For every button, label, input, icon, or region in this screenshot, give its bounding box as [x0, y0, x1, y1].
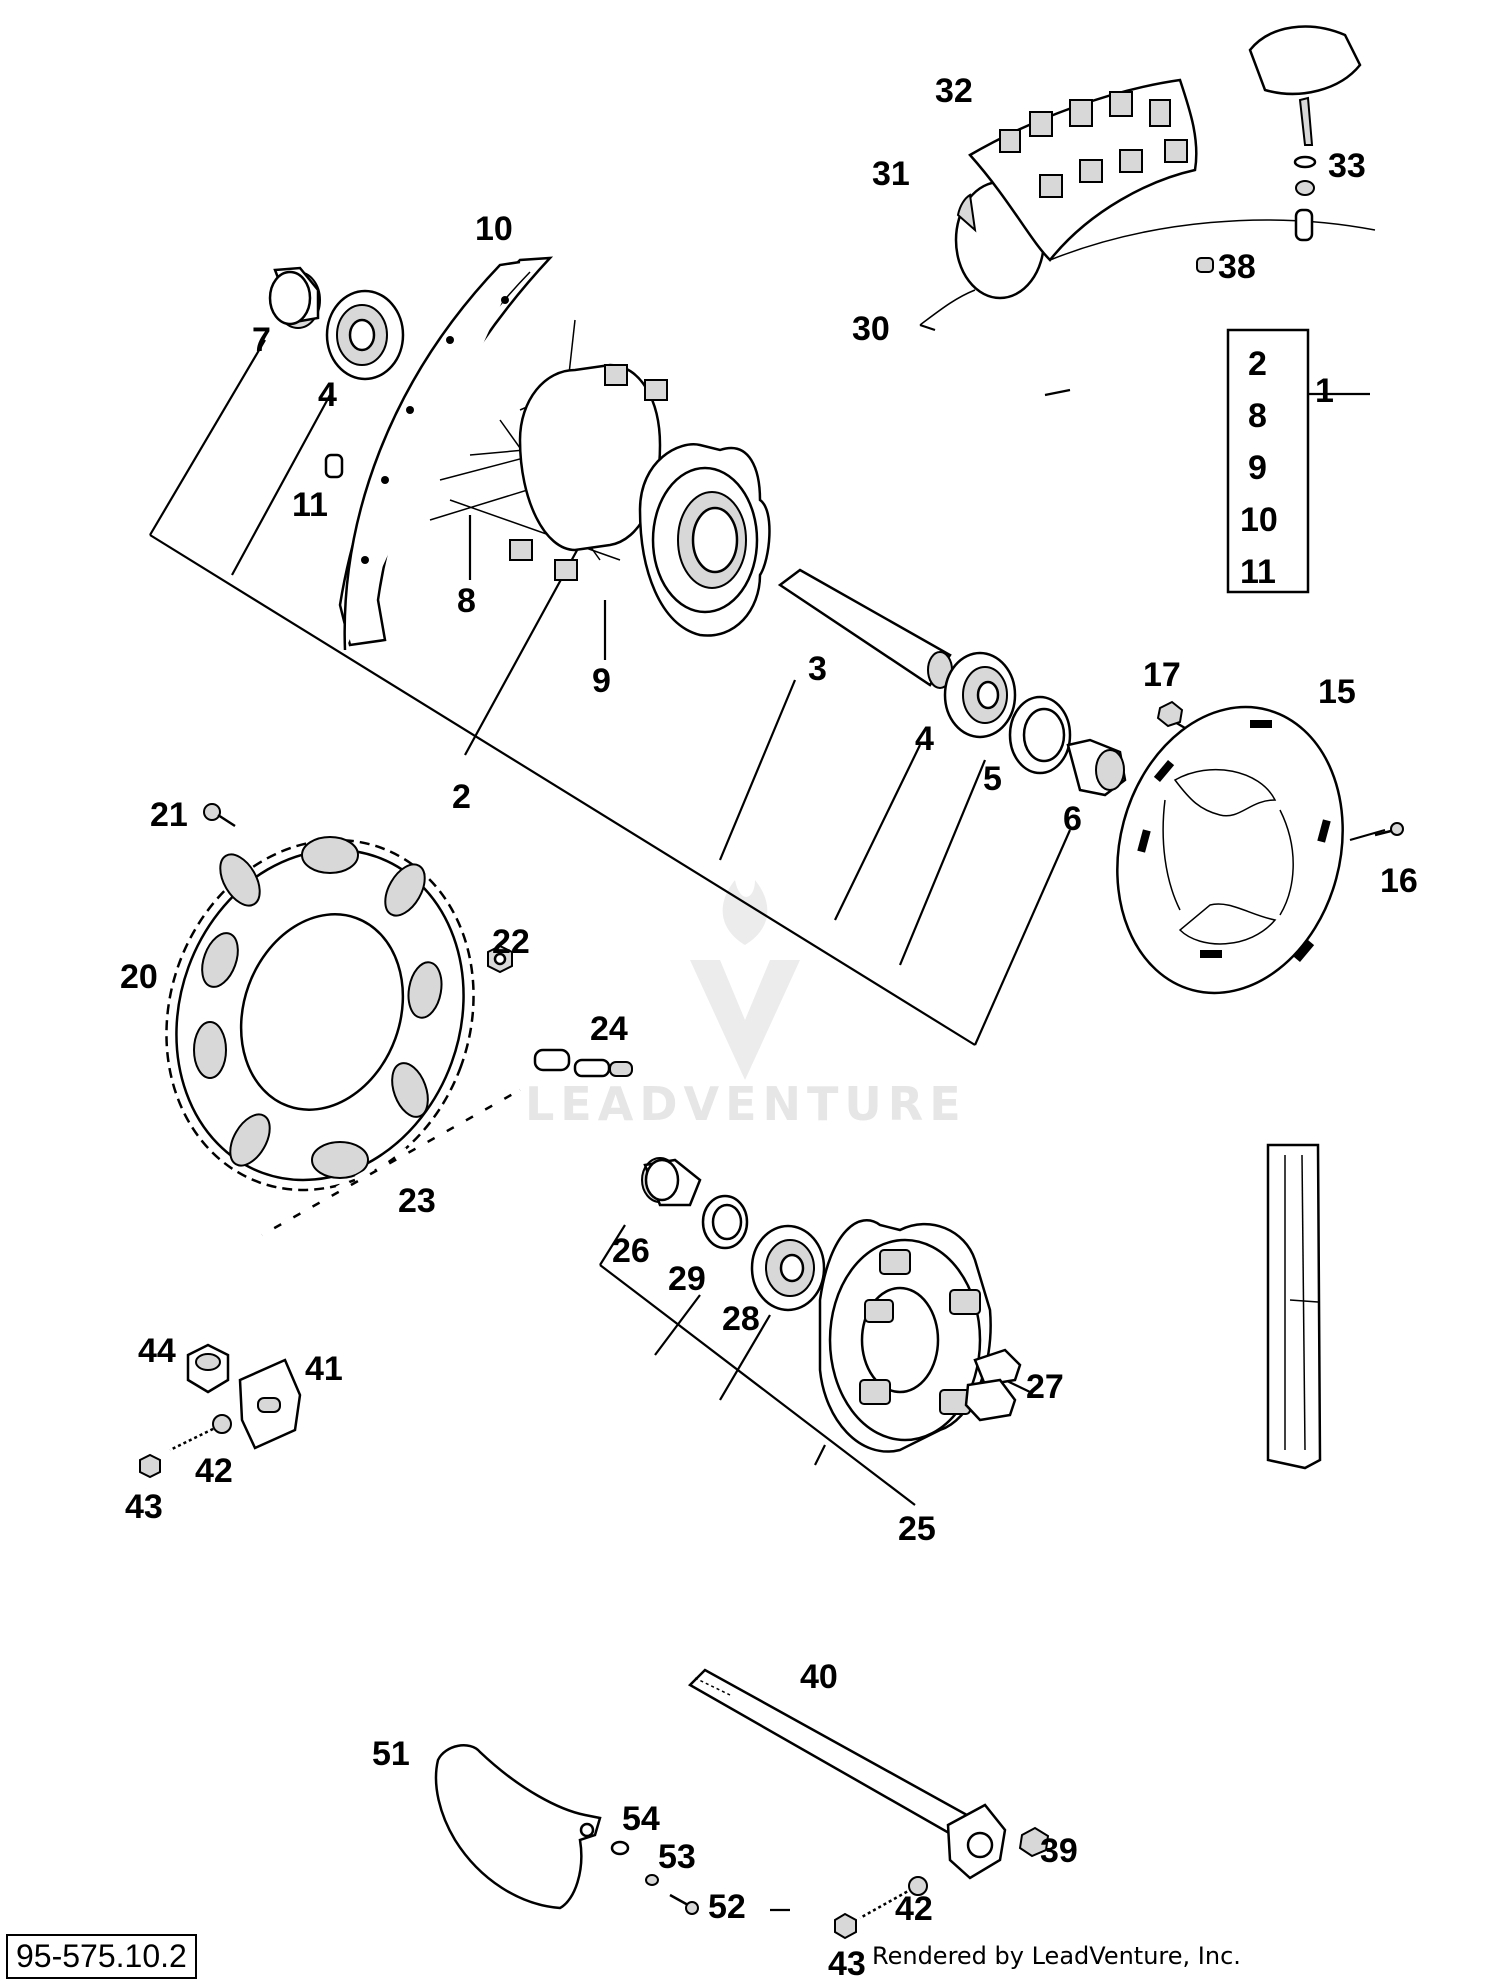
- tube-part-30[interactable]: [919, 289, 976, 326]
- callout-41: 41: [305, 1350, 343, 1388]
- callout-40: 40: [800, 1658, 838, 1696]
- callout-26: 26: [612, 1232, 650, 1270]
- callout-15: 15: [1318, 673, 1356, 711]
- valve-cap-part-38[interactable]: [1196, 257, 1214, 273]
- bolt-part-52[interactable]: [669, 1893, 699, 1915]
- master-link-part-24[interactable]: [533, 1048, 633, 1078]
- callout-4-right: 4: [915, 720, 934, 758]
- callout-25: 25: [898, 1510, 936, 1548]
- callout-43-top: 43: [125, 1488, 163, 1526]
- callout-38: 38: [1218, 248, 1256, 286]
- callout-11: 11: [292, 486, 328, 524]
- rendered-by-credit: Rendered by LeadVenture, Inc.: [872, 1942, 1241, 1970]
- nut-part-17[interactable]: [1156, 700, 1184, 728]
- callout-9: 9: [592, 662, 611, 700]
- axle-part-40[interactable]: [687, 1668, 1007, 1880]
- callout-39: 39: [1040, 1832, 1078, 1870]
- callout-10: 10: [475, 210, 513, 248]
- washer-part-54[interactable]: [610, 1840, 630, 1856]
- kit-box-part-1: 2 8 9 10 11: [1226, 328, 1310, 594]
- callout-21: 21: [150, 796, 188, 834]
- spacer-part-7[interactable]: [268, 266, 321, 329]
- spoke-nipple-part-11[interactable]: [324, 453, 344, 479]
- bearing-part-4-left[interactable]: [325, 289, 405, 381]
- callout-32: 32: [935, 72, 973, 110]
- washer-part-53[interactable]: [645, 1874, 659, 1886]
- callout-43-bottom: 43: [828, 1945, 866, 1982]
- callout-3: 3: [808, 650, 827, 688]
- callout-27: 27: [1026, 1368, 1064, 1406]
- nut-part-22[interactable]: [487, 944, 513, 974]
- chain-guard-part-51[interactable]: [434, 1744, 602, 1910]
- nut-part-44[interactable]: [186, 1343, 230, 1394]
- callout-28: 28: [722, 1300, 760, 1338]
- callout-7: 7: [252, 321, 271, 359]
- spacer-part-6[interactable]: [1066, 738, 1127, 797]
- ring-part-29[interactable]: [701, 1194, 749, 1250]
- spacer-tube-part-3[interactable]: [777, 568, 953, 689]
- chain-part-23[interactable]: [259, 1084, 523, 1241]
- callout-labels: 1 2 3 4 4 5 6 7 8 9 10 11 15 16 17 20 21…: [120, 72, 1418, 1982]
- brake-disc-part-15[interactable]: [1086, 681, 1374, 1018]
- tyre-part-32[interactable]: [968, 78, 1376, 262]
- seal-part-5[interactable]: [1008, 695, 1072, 775]
- callout-4-left: 4: [318, 376, 337, 414]
- callout-52: 52: [708, 1888, 746, 1926]
- bolt-part-21[interactable]: [203, 803, 236, 828]
- cap-part-39[interactable]: [1018, 1826, 1050, 1858]
- spacer-part-26[interactable]: [641, 1157, 702, 1207]
- bolt-part-16[interactable]: [1374, 822, 1404, 837]
- callout-16: 16: [1380, 862, 1418, 900]
- valve-part-33[interactable]: [1248, 25, 1362, 242]
- callout-53: 53: [658, 1838, 696, 1876]
- bearing-part-4-right[interactable]: [943, 651, 1017, 739]
- callout-8: 8: [457, 582, 476, 620]
- nut-part-43-top[interactable]: [139, 1453, 161, 1479]
- chain-adjuster-part-41[interactable]: [238, 1358, 302, 1450]
- callout-33: 33: [1328, 147, 1366, 185]
- callout-30: 30: [852, 310, 890, 348]
- callout-17: 17: [1143, 656, 1181, 694]
- callout-31: 31: [872, 155, 910, 193]
- hub-part-9[interactable]: [509, 363, 771, 637]
- callout-1: 1: [1315, 372, 1334, 410]
- callout-20: 20: [120, 958, 158, 996]
- sprocket-carrier[interactable]: [818, 1219, 992, 1453]
- rim-part-10[interactable]: [338, 256, 554, 651]
- callout-42-bottom: 42: [895, 1890, 933, 1928]
- callout-44: 44: [138, 1332, 176, 1370]
- kit-item-8: 8: [1248, 397, 1267, 435]
- nut-part-43-bottom[interactable]: [834, 1912, 857, 1940]
- callout-23: 23: [398, 1182, 436, 1220]
- bolt-part-42-top[interactable]: [169, 1414, 232, 1452]
- kit-item-11: 11: [1240, 553, 1276, 591]
- drawing-number: 95-575.10.2: [6, 1934, 197, 1979]
- callout-24: 24: [590, 1010, 628, 1048]
- callout-54: 54: [622, 1800, 660, 1838]
- bearing-part-28[interactable]: [750, 1224, 826, 1312]
- callout-42-top: 42: [195, 1452, 233, 1490]
- bolt-part-42-bottom[interactable]: [859, 1876, 928, 1920]
- kit-item-2: 2: [1248, 345, 1267, 383]
- kit-item-9: 9: [1248, 449, 1267, 487]
- callout-5: 5: [983, 760, 1002, 798]
- callout-22: 22: [492, 923, 530, 961]
- callout-29: 29: [668, 1260, 706, 1298]
- watermark-text: LEADVENTURE: [525, 1077, 967, 1131]
- damper-part-27[interactable]: [964, 1348, 1022, 1422]
- kit-item-10: 10: [1240, 501, 1278, 539]
- sprocket-part-20[interactable]: [118, 796, 522, 1233]
- callout-2: 2: [452, 778, 471, 816]
- watermark: LEADVENTURE: [525, 880, 967, 1131]
- rim-profile-strip: [1266, 1143, 1322, 1470]
- callout-6: 6: [1063, 800, 1082, 838]
- callout-51: 51: [372, 1735, 410, 1773]
